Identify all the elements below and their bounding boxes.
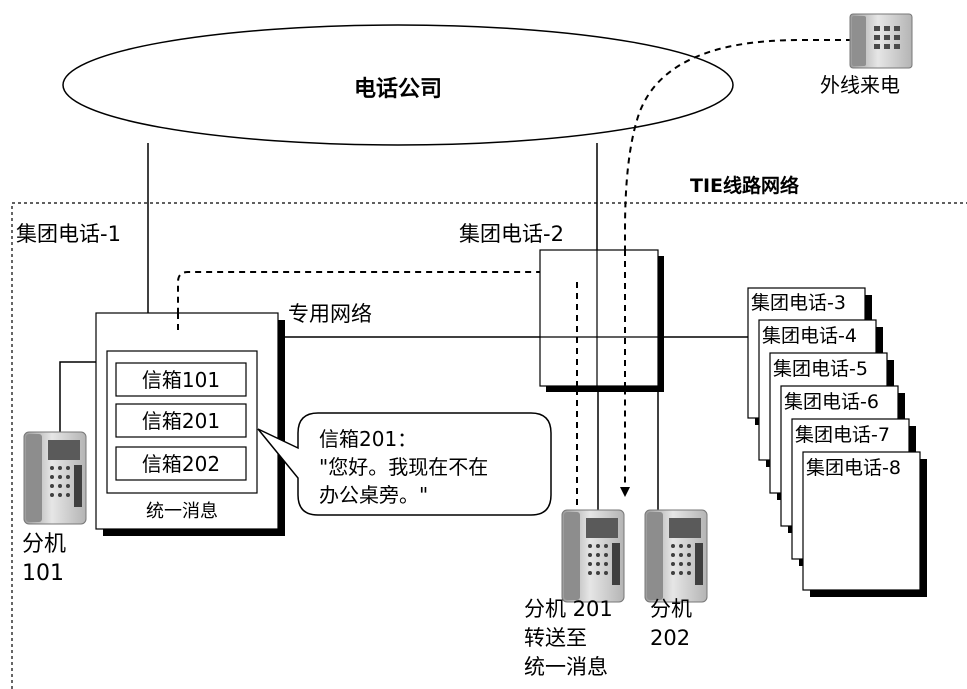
carrier-ellipse [62,24,734,146]
pbx6-label: 集团电话-6 [784,391,879,413]
pbx8-label: 集团电话-8 [806,457,901,479]
mailbox-202-label: 信箱202 [142,452,220,476]
ext202-phone-icon [644,509,708,603]
greeting-line-2: "您好。我现在不在 [319,455,488,479]
ext201-phone-icon [561,509,625,603]
pbx2-box [539,249,659,387]
ext201-label-line-1: 分机 201 [524,597,613,621]
outside-caller-phone-icon [849,13,913,69]
pbx5-label: 集团电话-5 [773,358,868,380]
ext201-label-line-3: 统一消息 [524,655,608,679]
mailbox-202-box [115,446,247,481]
outside-caller-label: 外线来电 [820,73,900,97]
pbx-stack [747,287,927,597]
ext101-label-line-2: 101 [22,561,64,586]
pbx1-label: 集团电话-1 [16,222,121,246]
carrier-label: 电话公司 [354,77,442,102]
pbx7-label: 集团电话-7 [795,424,890,446]
greeting-bubble [257,412,552,516]
unified-messaging-label: 统一消息 [146,501,218,522]
pbx2-label: 集团电话-2 [459,222,564,246]
greeting-line-1: 信箱201： [319,427,417,451]
mailbox-101-box [115,362,247,397]
ext201-label-line-2: 转送至 [524,626,587,650]
tie-network-boundary [11,202,967,689]
mailbox-101-label: 信箱101 [142,368,220,392]
pbx4-label: 集团电话-4 [762,325,857,347]
ext202-label-line-1: 分机 [650,597,692,621]
ext101-line [59,361,96,433]
ext202-label-line-2: 202 [650,626,690,650]
mailbox-201-label: 信箱201 [142,409,220,433]
tie-network-label: TIE线路网络 [690,174,799,197]
incoming-call-path [620,39,852,497]
mailbox-201-box [115,403,247,438]
greeting-line-3: 办公桌旁。" [319,483,428,507]
private-network-label: 专用网络 [288,302,372,326]
ext101-label-line-1: 分机 [22,532,66,557]
forward-path [173,271,578,505]
pbx3-label: 集团电话-3 [751,292,846,314]
ext101-phone-icon [23,431,87,525]
